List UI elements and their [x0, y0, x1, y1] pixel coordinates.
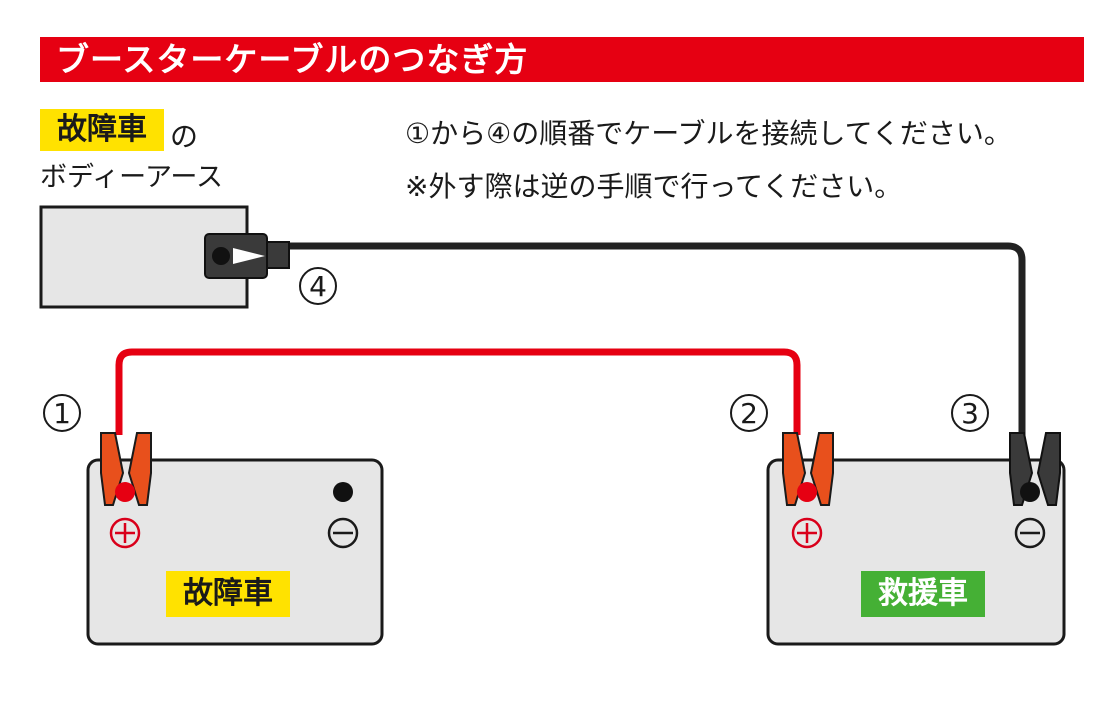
- broken-minus-terminal: [333, 482, 353, 502]
- body-label-line2: ボディーアース: [40, 162, 224, 193]
- page-title: ブースターケーブルのつなぎ方: [56, 40, 529, 79]
- body-label-suffix: の: [170, 120, 199, 153]
- positive-cable: [115, 348, 801, 435]
- step-2-marker: 2: [730, 394, 768, 432]
- rescue-car-battery: [766, 458, 1066, 646]
- body-label-highlight: 故障車: [40, 109, 164, 151]
- ground-clamp: [204, 233, 290, 279]
- instruction-line2: ※外す際は逆の手順で行ってください。: [405, 170, 903, 203]
- broken-car-badge: 故障車: [166, 571, 290, 617]
- negative-cable: [283, 242, 1026, 435]
- step-1-marker: 1: [43, 394, 81, 432]
- clamp-step-2: [782, 432, 834, 506]
- step-4-marker: 4: [299, 267, 337, 305]
- rescue-car-badge: 救援車: [861, 571, 985, 617]
- broken-plus-symbol: [109, 517, 141, 549]
- svg-text:3: 3: [961, 397, 979, 430]
- clamp-step-3: [1009, 432, 1061, 506]
- broken-plus-terminal: [115, 482, 135, 502]
- step-3-marker: 3: [951, 394, 989, 432]
- svg-text:4: 4: [309, 270, 327, 303]
- rescue-minus-terminal: [1020, 482, 1040, 502]
- svg-text:2: 2: [740, 397, 758, 430]
- rescue-plus-terminal: [797, 482, 817, 502]
- title-bar: ブースターケーブルのつなぎ方: [40, 37, 1084, 82]
- rescue-minus-symbol: [1014, 517, 1046, 549]
- broken-minus-symbol: [327, 517, 359, 549]
- rescue-plus-symbol: [791, 517, 823, 549]
- svg-text:1: 1: [53, 397, 71, 430]
- broken-car-battery: [86, 458, 384, 646]
- instruction-line1: ①から④の順番でケーブルを接続してください。: [405, 117, 1012, 150]
